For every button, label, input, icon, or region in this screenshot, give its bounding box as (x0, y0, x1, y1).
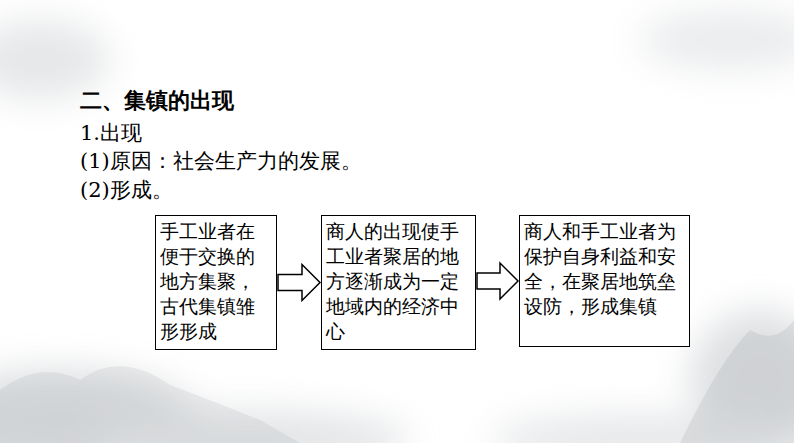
box-text: 商人和手工业者为保护自身利益和安全，在聚居地筑垒设防，形成集镇 (524, 219, 685, 319)
process-box: 商人和手工业者为保护自身利益和安全，在聚居地筑垒设防，形成集镇 (519, 215, 690, 347)
outline-line: (1)原因：社会生产力的发展。 (80, 147, 362, 175)
block-arrow (477, 263, 518, 299)
process-box: 手工业者在便于交换的地方集聚，古代集镇雏形形成 (155, 215, 277, 350)
box-text: 商人的出现使手工业者聚居的地方逐渐成为一定地域内的经济中心 (326, 219, 471, 344)
box-text: 手工业者在便于交换的地方集聚，古代集镇雏形形成 (160, 219, 272, 344)
outline-line: (2)形成。 (80, 176, 173, 204)
slide-title: 二、集镇的出现 (80, 86, 234, 116)
process-box: 商人的出现使手工业者聚居的地方逐渐成为一定地域内的经济中心 (321, 215, 476, 350)
block-arrow (278, 265, 320, 301)
outline-line: 1.出现 (80, 119, 142, 147)
